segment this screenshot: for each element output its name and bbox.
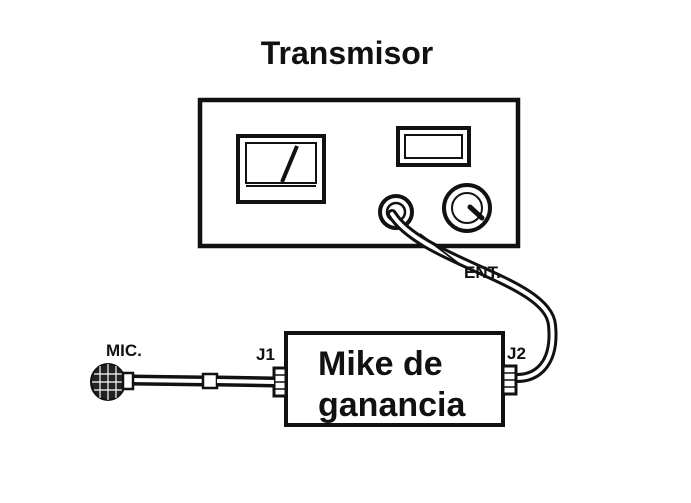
output-cable [387, 209, 558, 383]
ent-leader-line [419, 233, 463, 267]
j2-label: J2 [507, 344, 526, 363]
tuning-knob-icon [442, 183, 492, 233]
display-window-icon [396, 126, 471, 167]
preamp-label-line2: ganancia [318, 386, 466, 424]
preamp-label-line1: Mike de [318, 345, 443, 383]
j2-connector-icon [501, 364, 518, 396]
preamp-box: Mike de ganancia [284, 331, 505, 427]
j1-label: J1 [256, 345, 275, 364]
diagram-title: Transmisor [261, 35, 434, 71]
microphone-icon [90, 363, 135, 401]
mic-label: MIC. [106, 341, 142, 360]
meter-icon [236, 134, 326, 204]
mic-cable [124, 372, 275, 390]
transmitter-unit [197, 97, 521, 249]
ent-label: ENT. [464, 263, 501, 282]
j1-connector-icon [272, 366, 288, 398]
